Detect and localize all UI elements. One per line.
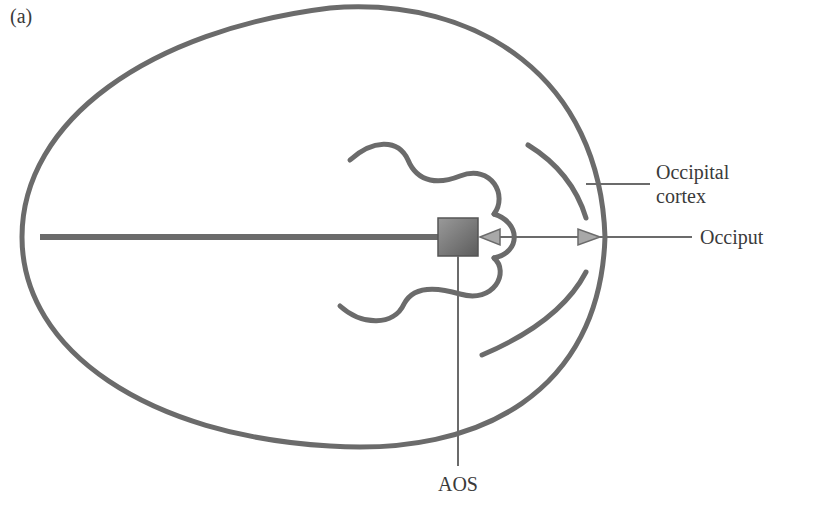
panel-letter: (a)	[10, 4, 32, 28]
cortex-arc	[528, 145, 586, 218]
structure-label: Occipital cortex	[656, 160, 756, 208]
leader-line	[457, 256, 459, 466]
midline	[40, 234, 440, 240]
arrow-head	[480, 229, 500, 245]
brain-contour	[340, 258, 500, 321]
cortex-arc	[482, 272, 586, 355]
structure-label: Occiput	[700, 225, 763, 249]
aos-marker	[438, 218, 478, 256]
leader-line	[600, 236, 692, 238]
head-outline	[22, 7, 605, 447]
leader-line	[586, 183, 650, 185]
structure-label: AOS	[438, 472, 478, 496]
arrow-head	[578, 229, 600, 245]
distance-arrow	[498, 236, 578, 238]
brain-contour	[350, 144, 499, 214]
